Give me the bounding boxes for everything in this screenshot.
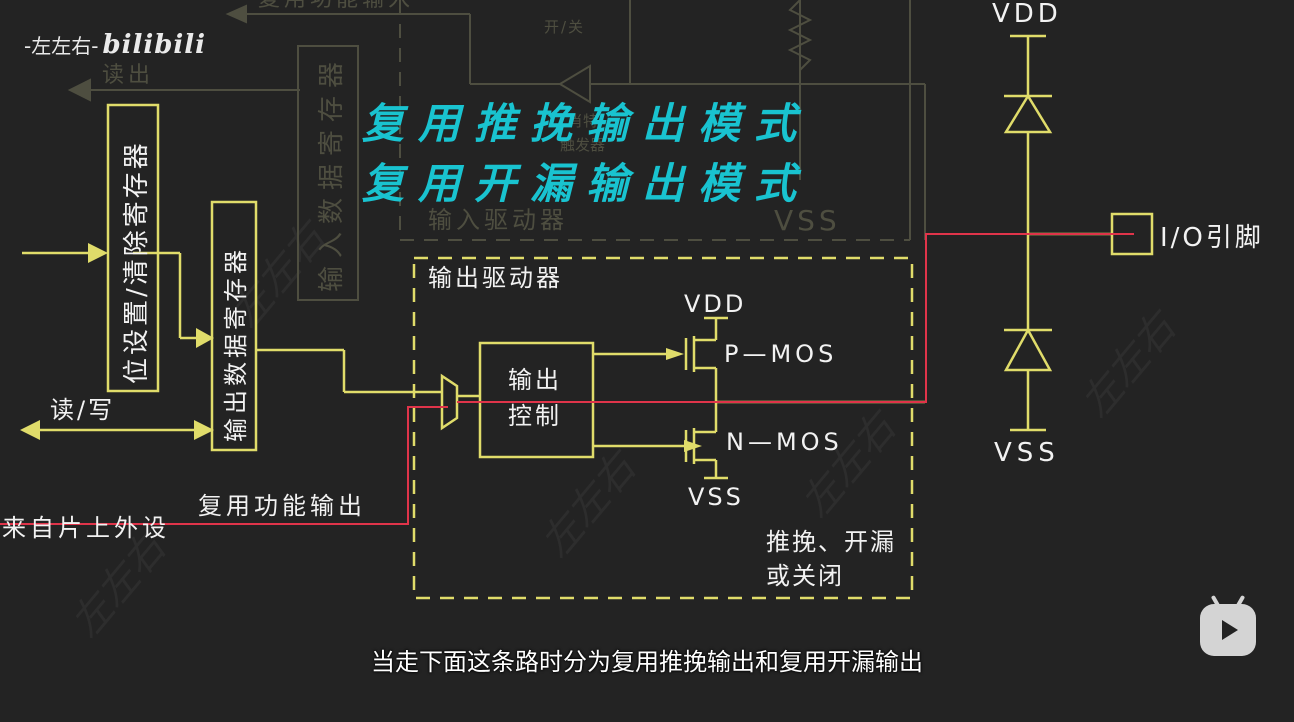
- faint-input-driver: 输入驱动器: [428, 206, 568, 234]
- bsrr-register-label: 位设置/清除寄存器: [122, 140, 152, 384]
- bsrr-register-box: [106, 103, 160, 393]
- title-line2: 复用开漏输出模式: [362, 159, 810, 208]
- watermark-text: 左左右: [532, 441, 648, 566]
- play-icon[interactable]: [1200, 604, 1256, 656]
- faint-input-section: [67, 0, 926, 301]
- vss-outer-label: VSS: [994, 438, 1060, 468]
- play-triangle: [1222, 620, 1238, 640]
- faint-trigger-1: 肖特: [568, 112, 598, 130]
- output-driver-label: 输出驱动器: [428, 264, 563, 292]
- p-mos-label: P—MOS: [724, 340, 837, 368]
- output-signal-path: [457, 233, 1134, 403]
- output-control-box: [478, 341, 595, 459]
- output-control-line2: 控制: [508, 402, 562, 430]
- watermark-text: 左左右: [792, 401, 908, 526]
- odr-register-label: 输出数据寄存器: [222, 246, 250, 442]
- faint-input-data-register: 输入数据寄存器: [317, 54, 347, 292]
- arrowheads: [20, 243, 702, 452]
- alternate-function-signal-path: [0, 406, 448, 525]
- wiring: [22, 34, 1112, 480]
- uploader-name: -左左右-: [24, 34, 99, 58]
- faint-vss: VSS: [774, 204, 841, 237]
- from-peripheral-label: 来自片上外设: [2, 514, 170, 542]
- odr-register-box: [210, 200, 258, 452]
- mode-label-line1: 推挽、开漏: [766, 528, 896, 556]
- title-line1: 复用推挽输出模式: [362, 99, 810, 148]
- read-write-label: 读/写: [50, 396, 115, 424]
- output-control-line1: 输出: [508, 366, 562, 394]
- watermark-text: 左左右: [1072, 301, 1188, 426]
- vss-inner-label: VSS: [688, 483, 744, 511]
- output-driver-box: [412, 256, 914, 600]
- faint-on-off: 开/关: [544, 18, 585, 36]
- vdd-inner-label: VDD: [684, 290, 746, 318]
- io-pin-label: I/O引脚: [1160, 223, 1264, 253]
- faint-read: 读出: [102, 63, 154, 88]
- faint-alt-input: 复用功能输入: [258, 0, 414, 12]
- alt-function-output-label: 复用功能输出: [198, 492, 366, 520]
- bilibili-logo: bilibili: [102, 30, 207, 60]
- n-mos-label: N—MOS: [726, 428, 843, 456]
- vdd-outer-label: VDD: [992, 0, 1062, 29]
- faint-trigger-2: 触发器: [560, 136, 605, 154]
- uploader-logo: -左左右-bilibili: [24, 30, 206, 60]
- subtitle: 当走下面这条路时分为复用推挽输出和复用开漏输出: [371, 648, 923, 676]
- mode-label-line2: 或关闭: [766, 562, 844, 590]
